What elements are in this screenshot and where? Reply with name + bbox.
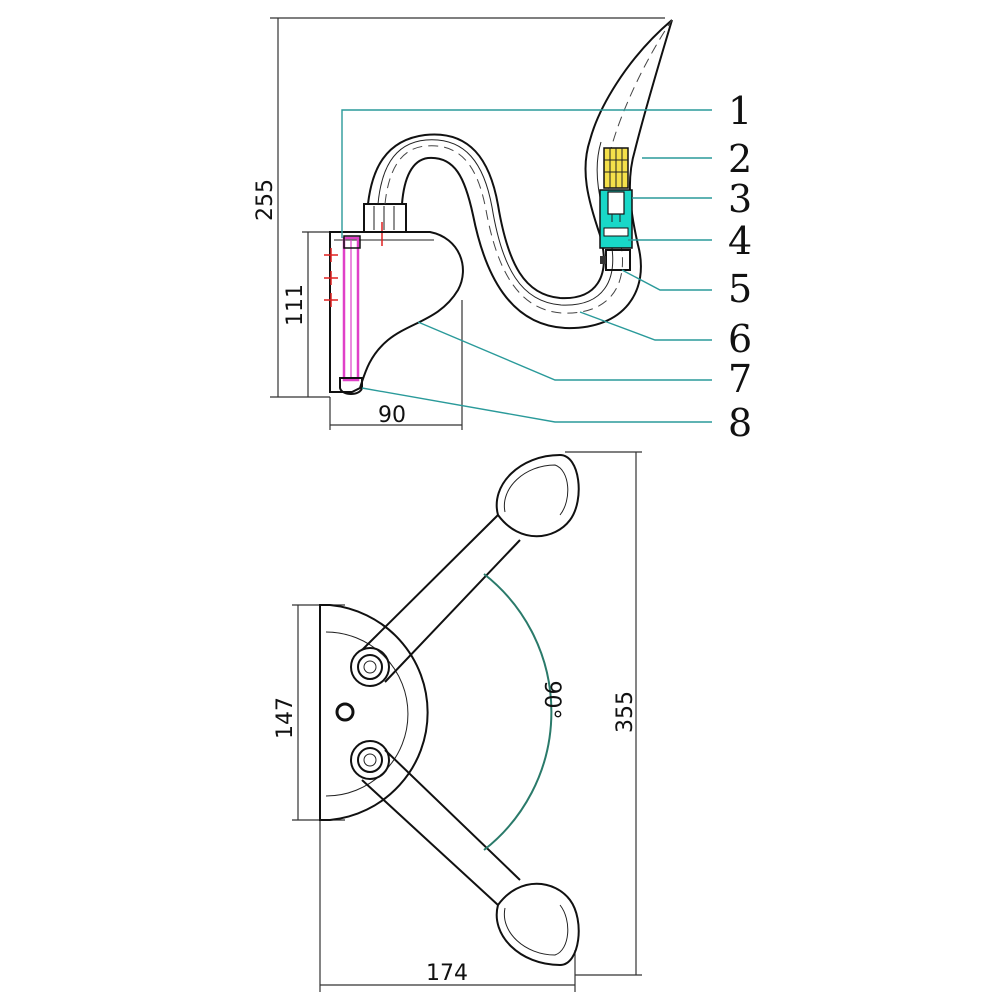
callout-1: 1 (728, 89, 752, 133)
dimension-base-height: 111 (283, 231, 332, 397)
lamp-head-upper (495, 453, 580, 538)
dim-label-90: 90 (378, 403, 406, 428)
callout-leaders (341, 109, 712, 423)
dimension-base-width: 90 (329, 300, 463, 430)
callout-8: 8 (728, 401, 752, 445)
red-marks (324, 222, 383, 307)
bulb-socket (599, 189, 633, 249)
side-view: 255 111 90 (253, 17, 752, 445)
callout-numbers: 1 2 3 4 5 6 7 8 (728, 89, 752, 445)
dim-label-174: 174 (426, 961, 468, 986)
mounting-rod (339, 235, 363, 395)
lamp-head-lower (495, 882, 580, 967)
angle-label: 90° (539, 681, 564, 720)
dimension-overall-length: 355 (565, 451, 642, 976)
callout-2: 2 (728, 137, 752, 181)
callout-7: 7 (728, 357, 752, 401)
dimension-overall-height: 255 (253, 17, 665, 398)
mount-holes (335, 647, 390, 780)
callout-6: 6 (728, 317, 752, 361)
callout-4: 4 (728, 219, 752, 263)
s-shaped-arm (367, 19, 673, 330)
wall-base (329, 231, 464, 393)
led-bulb (603, 147, 629, 189)
dim-label-255: 255 (253, 179, 278, 221)
switch (600, 249, 631, 271)
angle-dimension: 90° (483, 573, 564, 851)
dim-label-355: 355 (613, 691, 638, 733)
callout-3: 3 (728, 177, 752, 221)
dimension-base-height-top: 147 (273, 604, 345, 821)
dim-label-147: 147 (273, 697, 298, 739)
dimension-overall-width: 174 (319, 820, 576, 992)
dim-label-111: 111 (283, 284, 308, 326)
top-view: 147 355 174 (273, 451, 642, 992)
callout-5: 5 (728, 267, 752, 311)
top-arms (361, 514, 521, 906)
base-plate (319, 604, 429, 821)
arm-nut (363, 203, 407, 233)
